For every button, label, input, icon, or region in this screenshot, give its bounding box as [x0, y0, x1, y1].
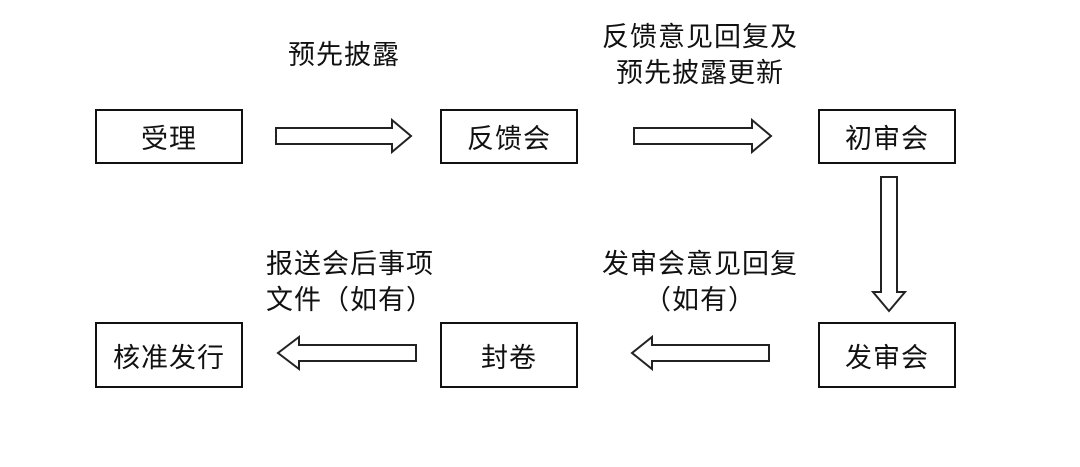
edge-label-feedback-reply: 反馈意见回复及 预先披露更新: [580, 20, 820, 92]
arrow-feedback-to-preliminary: [633, 117, 773, 155]
node-issuance-committee-label: 发审会: [845, 342, 929, 374]
edge-label-committee-reply-line1: 发审会意见回复: [602, 249, 798, 280]
node-preliminary-review: 初审会: [818, 109, 956, 164]
edge-label-post-meeting: 报送会后事项 文件（如有）: [250, 247, 450, 319]
node-feedback-meeting: 反馈会: [440, 109, 578, 164]
edge-label-post-meeting-line1: 报送会后事项: [266, 249, 434, 280]
edge-label-feedback-reply-line1: 反馈意见回复及: [602, 22, 798, 53]
edge-label-committee-reply: 发审会意见回复 （如有）: [580, 247, 820, 319]
node-acceptance-label: 受理: [141, 124, 197, 155]
edge-label-feedback-reply-line2: 预先披露更新: [616, 58, 784, 89]
node-issuance-committee: 发审会: [818, 322, 956, 388]
edge-label-committee-reply-line2: （如有）: [644, 285, 756, 316]
edge-label-post-meeting-line2: 文件（如有）: [266, 285, 434, 316]
edge-label-pre-disclosure: 预先披露: [274, 38, 414, 74]
node-feedback-meeting-label: 反馈会: [467, 124, 551, 155]
node-preliminary-review-label: 初审会: [845, 124, 929, 155]
node-approval-issuance: 核准发行: [95, 322, 243, 388]
node-file-sealing-label: 封卷: [481, 342, 537, 374]
arrow-preliminary-to-committee: [870, 176, 908, 313]
node-acceptance: 受理: [95, 109, 243, 164]
arrow-committee-to-sealing: [630, 334, 770, 372]
arrow-sealing-to-approval: [276, 334, 417, 372]
node-file-sealing: 封卷: [440, 322, 578, 388]
node-approval-issuance-label: 核准发行: [113, 342, 225, 374]
arrow-acceptance-to-feedback: [275, 117, 413, 155]
edge-label-pre-disclosure-text: 预先披露: [288, 40, 400, 71]
